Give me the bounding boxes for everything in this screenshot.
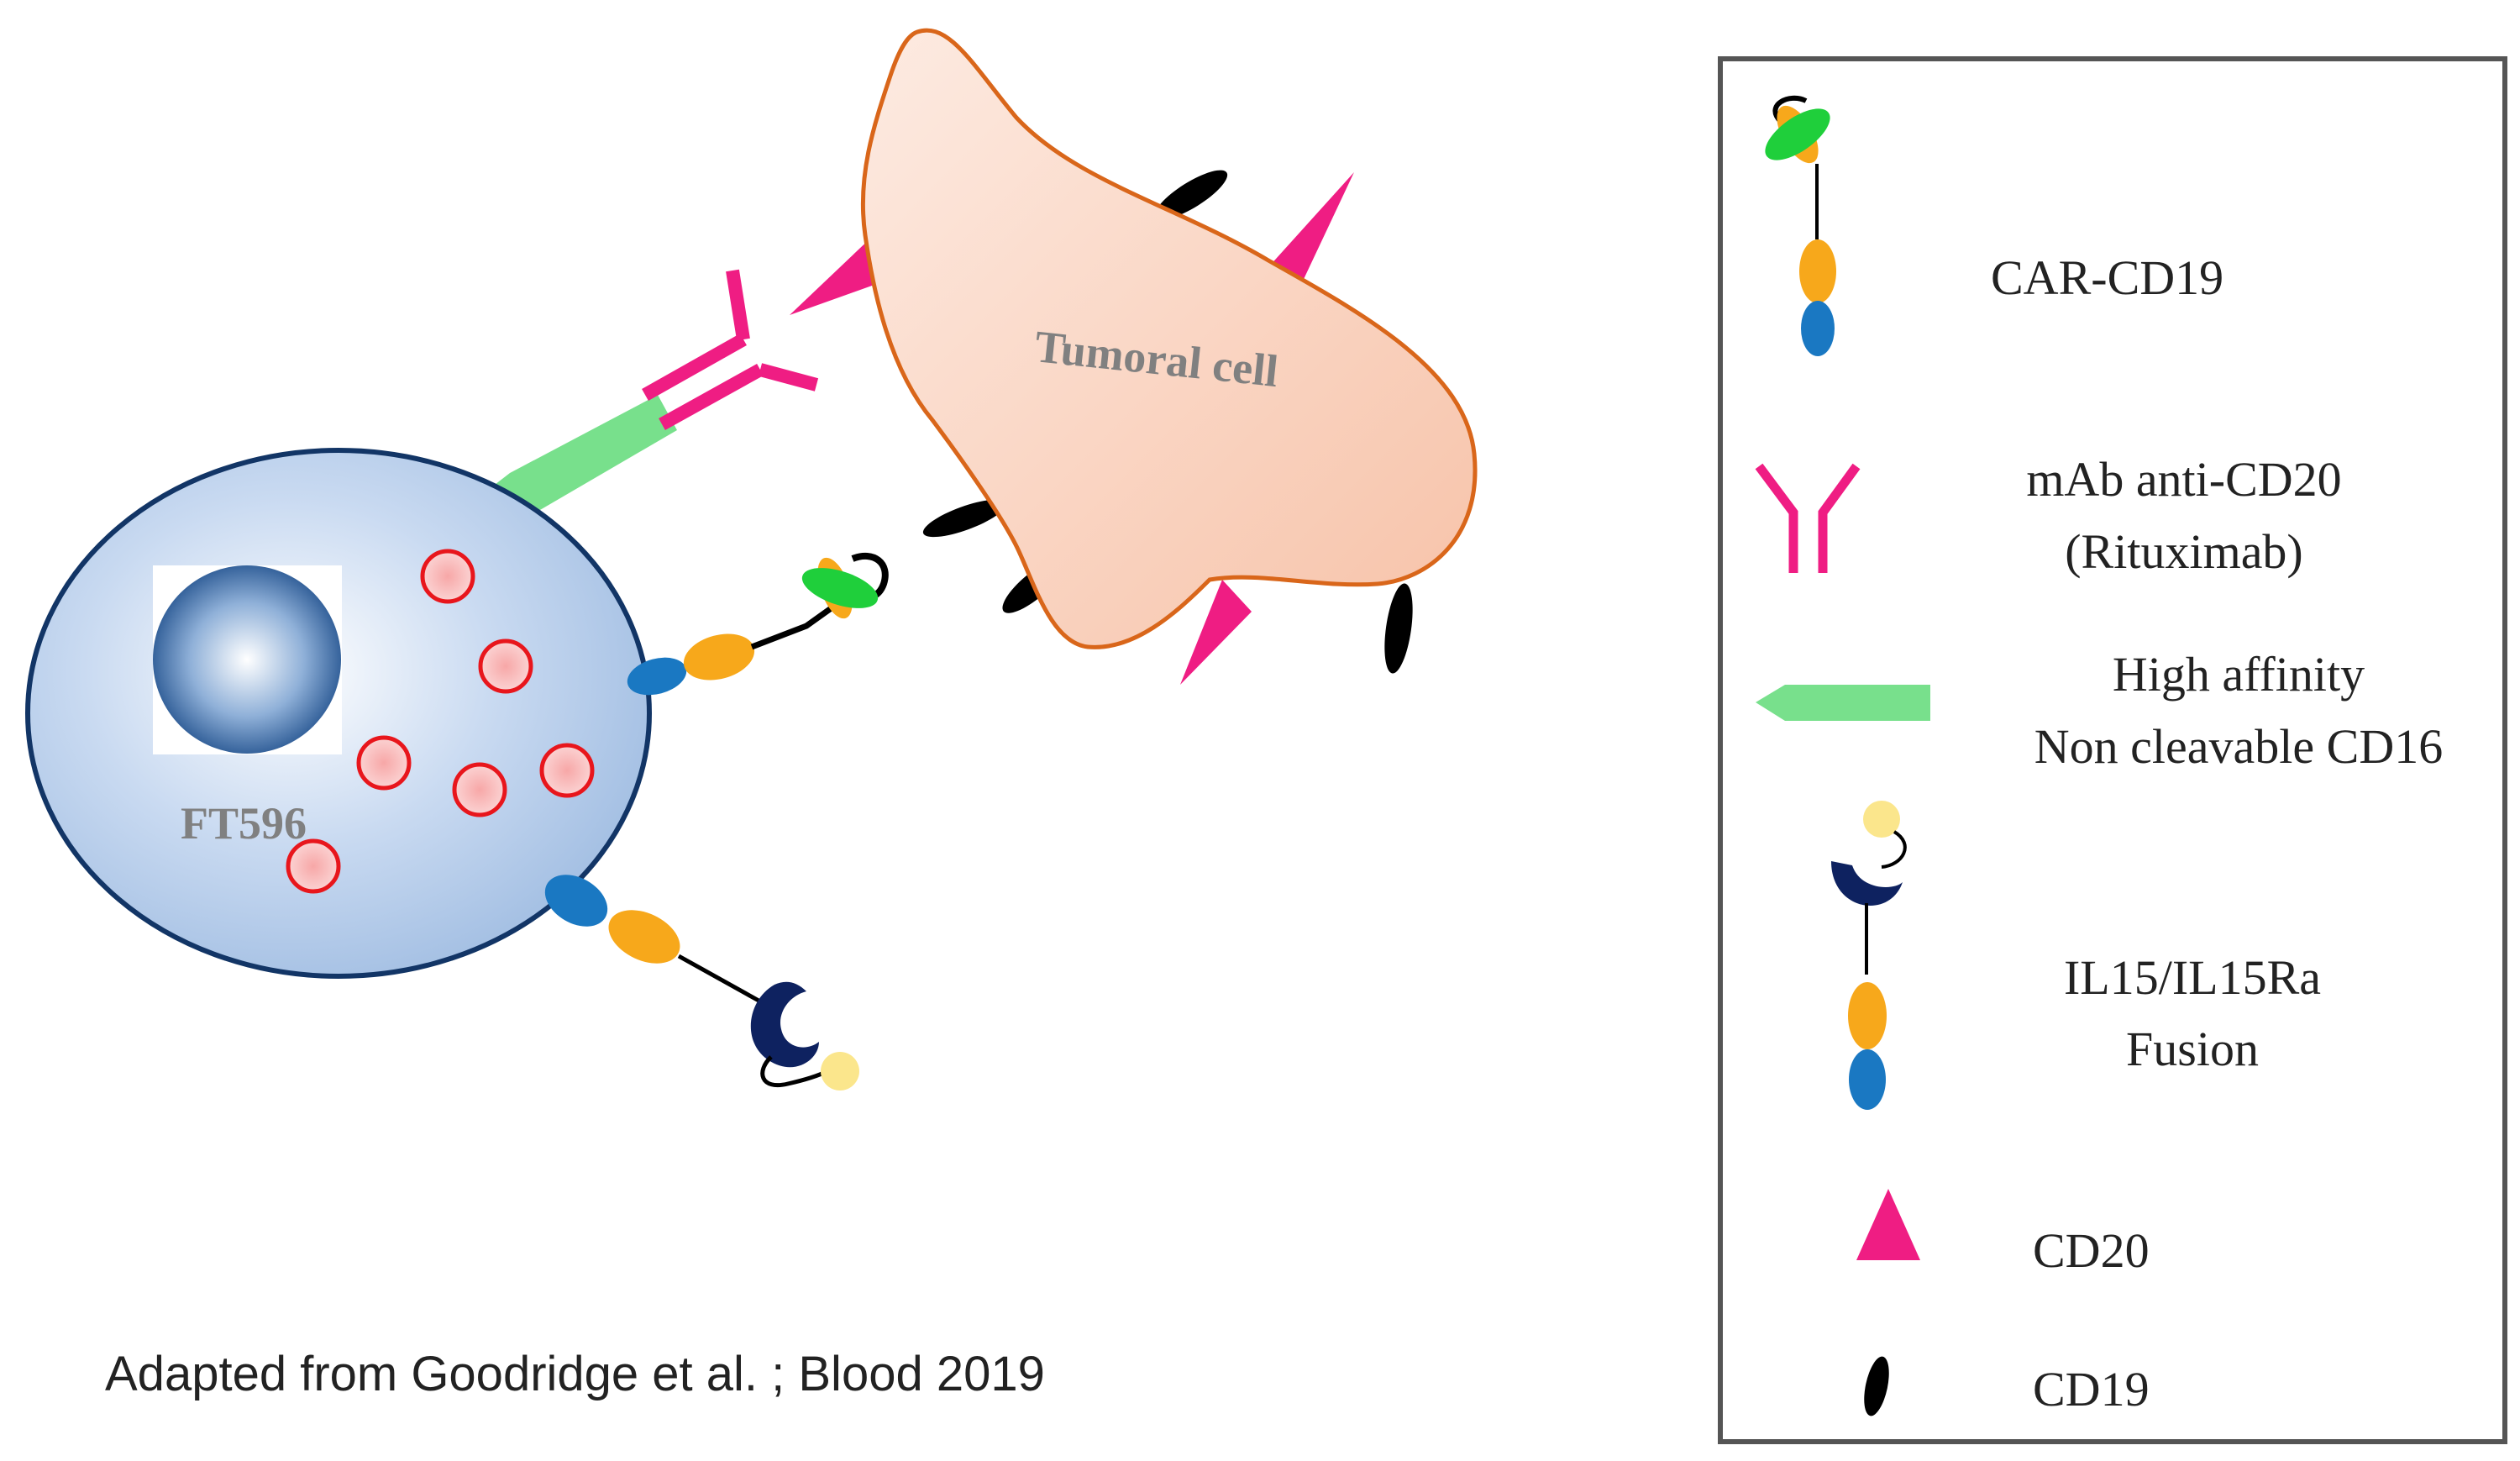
granule bbox=[478, 639, 533, 694]
il15-fusion-receptor bbox=[544, 875, 859, 1090]
car-linker bbox=[750, 602, 838, 650]
legend-mab-label-line2: (Rituximab) bbox=[2065, 524, 2303, 579]
granule bbox=[286, 838, 341, 894]
ft596-label: FT596 bbox=[181, 798, 307, 849]
rituximab-antibody bbox=[642, 269, 819, 430]
legend-il15-label-line2: Fusion bbox=[2126, 1022, 2259, 1076]
legend-il15-icon bbox=[1831, 801, 1907, 1110]
granules bbox=[286, 549, 595, 894]
green-scfv bbox=[801, 568, 879, 608]
legend-car-cd19-icon bbox=[1765, 95, 1836, 356]
il15-ligand bbox=[821, 1052, 859, 1090]
legend-mab-label-line1: mAb anti-CD20 bbox=[2026, 452, 2341, 507]
granule bbox=[420, 549, 475, 604]
cd20-antigen bbox=[1268, 172, 1354, 290]
granule bbox=[539, 743, 595, 798]
legend-rituximab-icon bbox=[1755, 463, 1861, 573]
legend: CAR-CD19 mAb anti-CD20 (Rituximab) High … bbox=[1718, 56, 2507, 1444]
cd16-receptor bbox=[491, 395, 677, 525]
cd19-antigen bbox=[922, 499, 1006, 538]
blue-domain bbox=[544, 875, 608, 927]
legend-cd16-label-line1: High affinity bbox=[2113, 647, 2365, 702]
blue-domain bbox=[627, 657, 687, 696]
cd19-antigen bbox=[1384, 583, 1413, 674]
legend-box bbox=[1718, 56, 2507, 1444]
legend-cd19-label: CD19 bbox=[2033, 1362, 2150, 1416]
nucleus bbox=[153, 565, 341, 754]
orange-domain bbox=[608, 910, 680, 964]
legend-il15-label-line1: IL15/IL15Ra bbox=[2064, 950, 2321, 1005]
car-cd19-receptor bbox=[627, 552, 889, 696]
orange-domain bbox=[683, 633, 755, 681]
ft596-cell: FT596 bbox=[25, 448, 652, 979]
legend-cd20-icon bbox=[1856, 1189, 1920, 1260]
legend-car-cd19-label: CAR-CD19 bbox=[1991, 250, 2223, 305]
tumoral-cell: Tumoral cell bbox=[790, 28, 1478, 685]
cd19-antigen bbox=[1154, 170, 1228, 220]
tumoral-cell-body bbox=[860, 28, 1478, 649]
cd20-antigen bbox=[1180, 580, 1252, 685]
cd20-antigen bbox=[790, 235, 884, 315]
legend-cd16-icon bbox=[1756, 685, 1930, 721]
granule bbox=[356, 735, 412, 791]
il15ra-crescent bbox=[750, 981, 819, 1068]
cd16-rituximab-complex bbox=[491, 269, 819, 525]
legend-cd19-icon bbox=[1864, 1356, 1889, 1416]
legend-cd20-label: CD20 bbox=[2033, 1223, 2150, 1278]
il15-linker bbox=[677, 954, 762, 1004]
il15-tail bbox=[760, 1055, 829, 1088]
citation: Adapted from Goodridge et al. ; Blood 20… bbox=[105, 1347, 1045, 1401]
legend-cd16-label-line2: Non cleavable CD16 bbox=[2034, 719, 2443, 774]
granule bbox=[452, 762, 507, 817]
